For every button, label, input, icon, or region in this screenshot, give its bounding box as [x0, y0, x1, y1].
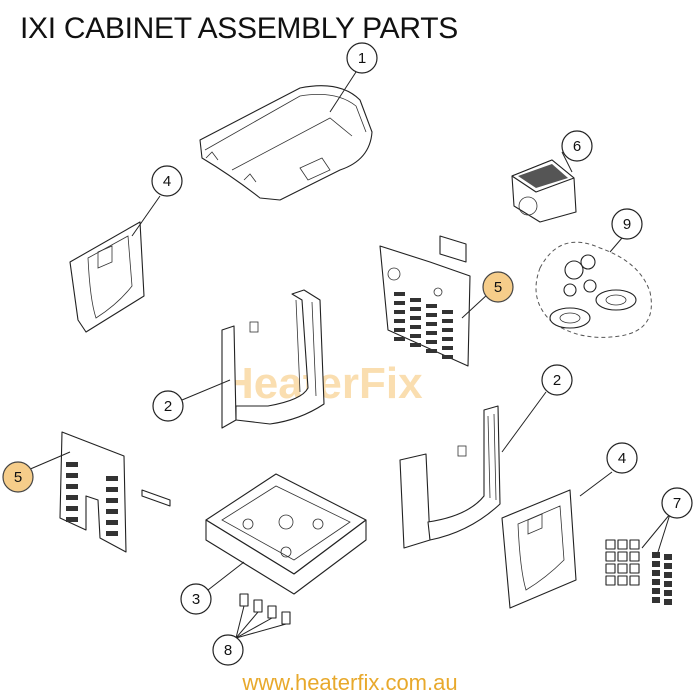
bolt [652, 597, 660, 603]
vent-slot [442, 328, 453, 332]
callout-5-front: 5 [2, 451, 71, 493]
part-side-panel-right [501, 489, 577, 609]
vent-slot [426, 349, 437, 353]
vent-slot [442, 346, 453, 350]
callout-7-label: 7 [673, 495, 681, 512]
vent-slot [106, 487, 118, 492]
vent-slot [426, 331, 437, 335]
callout-2-left: 2 [152, 379, 231, 422]
vent-slot [394, 310, 405, 314]
clip [629, 551, 640, 562]
callout-5-rear-label: 5 [494, 279, 502, 296]
callout-9-label: 9 [623, 216, 631, 233]
vent-slot [410, 307, 421, 311]
part-side-frame-left [221, 289, 325, 429]
vent-slot [442, 337, 453, 341]
callout-1: 1 [329, 42, 378, 113]
clip [605, 575, 616, 586]
callout-4-right-label: 4 [618, 450, 626, 467]
clip [629, 563, 640, 574]
vent-slot [106, 531, 118, 536]
bolt [664, 581, 672, 587]
bolt [652, 570, 660, 576]
vent-slot [410, 334, 421, 338]
website-url: www.heaterfix.com.au [242, 670, 458, 695]
part-fastener-kit [605, 539, 672, 605]
part-lid [199, 85, 373, 201]
vent-slot [394, 301, 405, 305]
callout-2-right-label: 2 [553, 372, 561, 389]
bolt [664, 554, 672, 560]
vent-slot [410, 316, 421, 320]
part-vent-panel-front [59, 431, 171, 553]
bolt [652, 588, 660, 594]
vent-slot [106, 509, 118, 514]
part-grille-box [511, 159, 577, 223]
part-caps-kit [535, 241, 652, 338]
vent-slot [66, 484, 78, 489]
vent-slot [442, 355, 453, 359]
clip [617, 551, 628, 562]
vent-slot [66, 517, 78, 522]
vent-slot [442, 319, 453, 323]
vent-slot [410, 343, 421, 347]
bolt [652, 561, 660, 567]
callout-1-label: 1 [358, 50, 366, 67]
clip [617, 539, 628, 550]
callout-5-front-label: 5 [14, 469, 22, 486]
callout-2-left-label: 2 [164, 398, 172, 415]
bolt [664, 572, 672, 578]
bolt [652, 579, 660, 585]
vent-slot [394, 292, 405, 296]
callout-4-right: 4 [579, 442, 638, 497]
vent-slot [426, 304, 437, 308]
callout-8: 8 [212, 605, 287, 666]
callout-2-right: 2 [501, 364, 573, 453]
vent-slot [106, 498, 118, 503]
diagram-title: IXI CABINET ASSEMBLY PARTS [20, 12, 458, 45]
part-side-frame-right [399, 405, 501, 549]
vent-slot [410, 298, 421, 302]
part-vent-panel-rear [379, 235, 471, 367]
vent-slot [106, 476, 118, 481]
vent-slot [394, 328, 405, 332]
clip [605, 539, 616, 550]
part-base-tray [205, 473, 367, 595]
vent-slot [66, 495, 78, 500]
vent-slot [106, 520, 118, 525]
callout-9: 9 [609, 208, 643, 253]
clip [605, 551, 616, 562]
bolt [664, 563, 672, 569]
bolt [664, 590, 672, 596]
vent-slot [394, 337, 405, 341]
clip [629, 575, 640, 586]
bolt [664, 599, 672, 605]
clip [617, 563, 628, 574]
vent-slot [442, 310, 453, 314]
clip [629, 539, 640, 550]
callout-6: 6 [561, 130, 593, 173]
vent-slot [426, 313, 437, 317]
callout-6-label: 6 [573, 138, 581, 155]
vent-slot [426, 322, 437, 326]
vent-slot [410, 325, 421, 329]
part-feet [239, 593, 291, 625]
vent-slot [394, 319, 405, 323]
callout-3-label: 3 [192, 591, 200, 608]
part-side-panel-left [69, 221, 145, 333]
vent-slot [66, 473, 78, 478]
clip [605, 563, 616, 574]
callout-4-left-label: 4 [163, 173, 171, 190]
callout-8-label: 8 [224, 642, 232, 659]
vent-slot [66, 506, 78, 511]
vent-slot [66, 462, 78, 467]
callout-3: 3 [180, 561, 245, 615]
bolt [652, 552, 660, 558]
callout-5-rear: 5 [461, 271, 514, 319]
vent-slot [426, 340, 437, 344]
callout-7: 7 [641, 487, 693, 553]
callout-4-left: 4 [131, 165, 183, 237]
clip [617, 575, 628, 586]
